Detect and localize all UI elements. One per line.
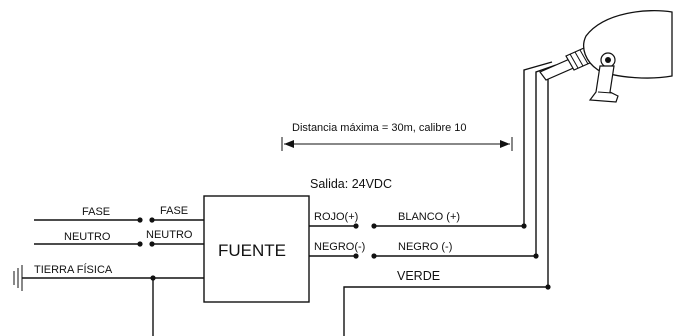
fase-in-label: FASE <box>160 205 188 217</box>
blanco-riser-wire <box>523 61 553 226</box>
ground-icon <box>13 265 23 291</box>
fuente-box <box>203 195 310 303</box>
neutro-left-label: NEUTRO <box>64 231 111 243</box>
neutro-fuente-dot <box>149 241 155 247</box>
blanco-label: BLANCO (+) <box>398 211 460 223</box>
tierra-label: TIERRA FÍSICA <box>34 263 113 276</box>
fuente-label: FUENTE <box>218 241 286 260</box>
rojo-label: ROJO(+) <box>314 211 358 223</box>
verde-wire <box>343 286 548 336</box>
neutro-terminal-dot <box>137 241 143 247</box>
negro-out-label: NEGRO(-) <box>314 241 365 253</box>
verde-label: VERDE <box>397 269 440 283</box>
fase-terminal-dot <box>137 217 143 223</box>
negro-cable-label: NEGRO (-) <box>398 241 452 253</box>
distancia-arrow-left <box>284 140 294 148</box>
distancia-label: Distancia máxima = 30m, calibre 10 <box>292 122 467 134</box>
neutro-in-label: NEUTRO <box>146 229 193 241</box>
negro-terminal-dot <box>353 253 359 259</box>
verde-riser-wire <box>547 67 561 287</box>
fase-left-label: FASE <box>82 206 110 218</box>
rojo-terminal-dot <box>353 223 359 229</box>
spotlight-icon <box>539 10 673 103</box>
salida-label: Salida: 24VDC <box>310 177 392 191</box>
distancia-arrow-right <box>500 140 510 148</box>
negro-riser-wire <box>535 64 557 256</box>
fase-fuente-dot <box>149 217 155 223</box>
